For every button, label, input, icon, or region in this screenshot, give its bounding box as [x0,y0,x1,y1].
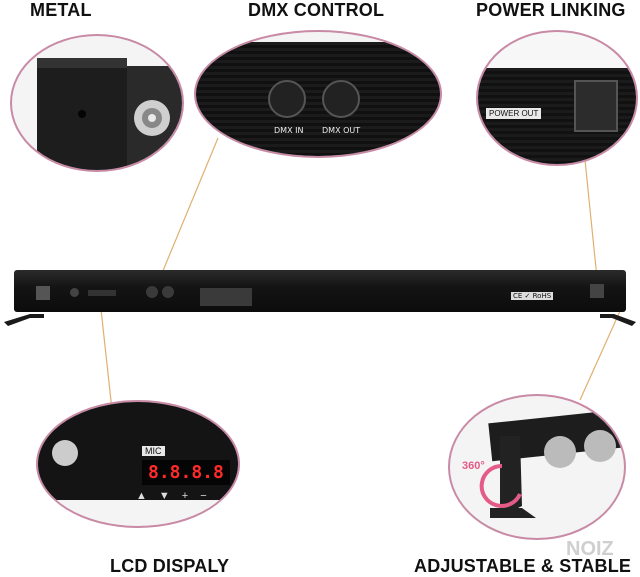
mounting-brackets [4,314,636,326]
mic-hole [70,288,79,297]
power-out-label: POWER OUT [486,108,542,119]
dmx-out-label: DMX OUT [322,126,361,135]
label-dmx-control: DMX CONTROL [248,0,385,20]
metal-end-cap [37,58,182,170]
rotation-arrow [479,463,522,508]
bar-dmx-out [162,286,174,298]
mic-label: MIC [142,446,165,456]
dmx-in-label: DMX IN [274,126,304,135]
bar-dmx-in [146,286,158,298]
lcd-digits: 8.8.8.8 [148,462,224,483]
label-metal: METAL [30,0,92,20]
spec-sticker [200,288,252,306]
lcd-closeup: MIC 8.8.8.8 ▲ ▼ + − [36,400,240,528]
power-closeup: POWER OUT [476,30,638,166]
watermark: NOIZ [566,538,614,560]
dmx-out-connector [322,80,360,118]
fuse-holder [52,440,78,466]
up-button[interactable]: ▲ [136,490,147,502]
label-power-linking: POWER LINKING [476,0,626,20]
cert-marks: CE ✓ RoHS [511,292,554,300]
dmx-in-connector [268,80,306,118]
power-out-socket [574,80,618,132]
minus-button[interactable]: − [200,490,207,502]
bracket-closeup: 360° [448,394,626,540]
dmx-closeup: DMX IN DMX OUT [194,30,442,158]
screw-hole [78,110,86,118]
plus-button[interactable]: + [181,490,189,502]
bar-power-out [590,284,604,298]
label-adjustable: ADJUSTABLE & STABLE [414,556,632,576]
bar-lcd [88,290,116,296]
power-in-socket [36,286,50,300]
bracket-illustration [479,408,624,518]
down-button[interactable]: ▼ [158,490,170,502]
label-lcd-display: LCD DISPALY [110,556,230,576]
led-bar-body: CE ✓ RoHS [14,270,626,312]
rotation-label: 360° [462,460,485,472]
metal-closeup [10,34,184,172]
